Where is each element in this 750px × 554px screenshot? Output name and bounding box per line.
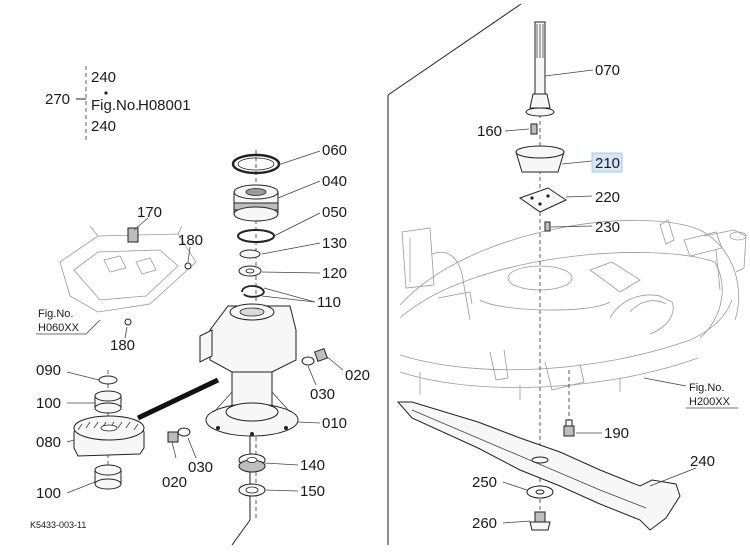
- callout-210[interactable]: 210: [595, 155, 620, 172]
- callout-050[interactable]: 050: [322, 204, 347, 221]
- install-arrow: [136, 377, 220, 421]
- part-030-washer-lower: [177, 427, 191, 437]
- callout-010[interactable]: 010: [322, 415, 347, 432]
- callout-220[interactable]: 220: [595, 189, 620, 206]
- figure-code: K5433-003-11: [30, 520, 86, 530]
- callout-070[interactable]: 070: [595, 62, 620, 79]
- callout-260[interactable]: 260: [472, 515, 497, 532]
- part-230-pin: [544, 221, 551, 232]
- part-240-blade: [396, 401, 681, 531]
- callout-230[interactable]: 230: [595, 219, 620, 236]
- part-140-bearing: [238, 453, 266, 473]
- ref-bottom-number: 240: [91, 118, 116, 135]
- panel-top-edge: [387, 3, 522, 96]
- part-250-washer: [526, 485, 554, 499]
- part-070-spindle-shaft: [525, 21, 555, 117]
- part-040-bearing: [233, 184, 279, 222]
- part-120-ring: [238, 265, 262, 277]
- part-150-seal: [238, 483, 266, 497]
- part-090-ring: [98, 375, 118, 385]
- callout-210-highlight: [591, 152, 623, 173]
- callout-030-upper[interactable]: 030: [310, 386, 335, 403]
- part-010-case: [199, 303, 299, 437]
- gearbox-fig-code[interactable]: H060XX: [38, 322, 80, 334]
- gearbox-housing: [59, 225, 197, 326]
- callout-180-lower[interactable]: 180: [110, 337, 135, 354]
- ref-group-number: 270: [45, 91, 70, 108]
- part-220-plate: [518, 187, 568, 213]
- part-180-plug-b: [124, 318, 132, 326]
- part-020-plug-upper: [313, 347, 329, 363]
- callout-090[interactable]: 090: [36, 362, 61, 379]
- callout-170[interactable]: 170: [137, 204, 162, 221]
- callout-190[interactable]: 190: [604, 425, 629, 442]
- leader-lines: [66, 69, 697, 524]
- mower-deck: [399, 219, 747, 400]
- part-110-circlip: [241, 285, 265, 298]
- callout-120[interactable]: 120: [322, 265, 347, 282]
- ref-fig-number: H08001: [138, 97, 191, 114]
- part-100-bearing-upper: [94, 390, 122, 414]
- callout-060[interactable]: 060: [322, 142, 347, 159]
- part-180-plug-a: [184, 262, 192, 270]
- ref-dot: [104, 91, 108, 95]
- part-020-plug-lower: [167, 431, 179, 443]
- ref-fig-prefix: Fig.No.: [91, 97, 139, 114]
- deck-fig-code[interactable]: H200XX: [689, 396, 731, 408]
- callout-020-upper[interactable]: 020: [345, 367, 370, 384]
- callout-130[interactable]: 130: [322, 235, 347, 252]
- callout-240[interactable]: 240: [690, 453, 715, 470]
- callout-180-upper[interactable]: 180: [178, 232, 203, 249]
- callout-080[interactable]: 080: [36, 434, 61, 451]
- part-030-washer-upper: [301, 356, 315, 366]
- part-100-bearing-lower: [94, 464, 122, 490]
- callout-250[interactable]: 250: [472, 474, 497, 491]
- part-170-bolt: [127, 227, 139, 243]
- part-210-cup: [515, 145, 565, 173]
- reference-block-270[interactable]: 270 240 Fig.No. H08001 240: [45, 66, 191, 140]
- part-080-bevel-gear: [73, 415, 145, 457]
- callout-140[interactable]: 140: [300, 457, 325, 474]
- callout-150[interactable]: 150: [300, 483, 325, 500]
- part-190-bolt: [563, 419, 575, 437]
- gearbox-fig-leader: [36, 319, 101, 335]
- callout-100-lower[interactable]: 100: [36, 485, 61, 502]
- ref-top-number: 240: [91, 69, 116, 86]
- callout-160[interactable]: 160: [477, 123, 502, 140]
- part-060-snap-ring: [231, 153, 281, 175]
- part-160-key: [530, 123, 538, 135]
- callout-100-upper[interactable]: 100: [36, 395, 61, 412]
- gearbox-fig-prefix: Fig.No.: [38, 308, 73, 320]
- callout-040[interactable]: 040: [322, 173, 347, 190]
- callout-020-lower[interactable]: 020: [162, 474, 187, 491]
- callout-030-lower[interactable]: 030: [188, 459, 213, 476]
- callout-110[interactable]: 110: [317, 294, 341, 311]
- deck-fig-prefix: Fig.No.: [689, 382, 724, 394]
- part-260-bolt: [529, 511, 551, 531]
- callout-labels: 070 160 210 220 230 060 040 050 130 120 …: [36, 62, 738, 532]
- part-130-washer: [239, 249, 261, 259]
